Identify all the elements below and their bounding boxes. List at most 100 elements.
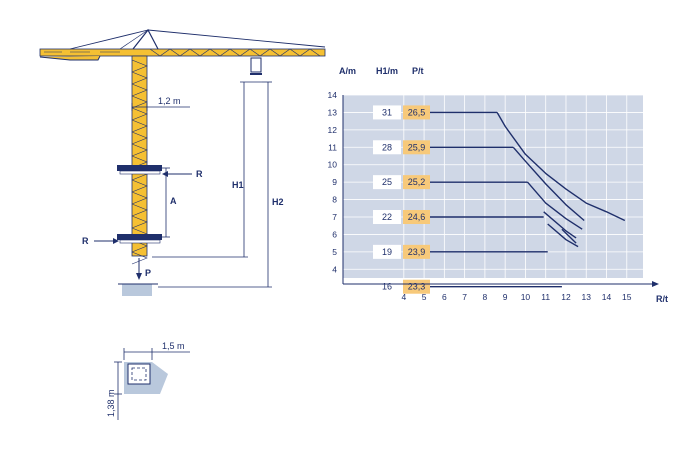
h1-cell (373, 105, 401, 120)
h1-value: 16 (382, 282, 392, 292)
y-tick-label: 5 (332, 247, 337, 257)
y-tick-label: 4 (332, 264, 337, 274)
h1-value: 25 (382, 177, 392, 187)
h2-label: H2 (272, 197, 284, 207)
arrow-left-icon (162, 171, 168, 177)
p-value: 25,2 (408, 177, 426, 187)
base-depth-label: 1,38 m (106, 389, 116, 417)
crane-mast (117, 55, 162, 265)
jib-tie-main (147, 29, 326, 48)
p-cell (403, 244, 430, 259)
h1-label: H1 (232, 180, 244, 190)
h1-value: 22 (382, 212, 392, 222)
load-curve (561, 228, 577, 244)
p-cell (403, 105, 430, 120)
mast-width-label: 1,2 m (158, 96, 181, 106)
mast-footprint-inner (131, 367, 147, 381)
x-tick-label: 8 (483, 292, 488, 302)
header-r: R/t (656, 294, 668, 304)
crane-diagram: 1,2 m A R R P (39, 28, 326, 296)
y-tick-label: 6 (332, 229, 337, 239)
x-tick-label: 14 (602, 292, 612, 302)
y-tick-label: 9 (332, 177, 337, 187)
crane-jib (39, 28, 326, 75)
x-tick-label: 5 (422, 292, 427, 302)
header-p: P/t (412, 66, 424, 76)
load-curve (526, 181, 583, 230)
load-curve (496, 112, 626, 222)
height-h2-dimension: H2 (158, 81, 284, 288)
h1-cell (373, 175, 401, 190)
h1-value: 31 (382, 107, 392, 117)
chart-axes (342, 95, 659, 287)
lower-force-label: R (82, 236, 89, 246)
upper-collar (117, 165, 162, 171)
x-tick-label: 6 (442, 292, 447, 302)
header-h1: H1/m (376, 66, 398, 76)
y-tick-label: 13 (328, 107, 338, 117)
y-tick-label: 11 (328, 142, 337, 152)
jib-tie-counter-2 (119, 29, 149, 50)
y-tick-label: 10 (328, 160, 338, 170)
upper-collar-frame (119, 170, 161, 175)
h1-cell (373, 244, 401, 259)
x-tick-label: 11 (541, 292, 550, 302)
jib-tie-counter (69, 29, 149, 50)
base-plan-diagram: 1,5 m 1,38 m (106, 341, 190, 420)
load-curve (543, 211, 577, 239)
upper-reaction-force: R (162, 169, 203, 179)
arrow-down-icon (136, 273, 142, 280)
p-value: 26,5 (408, 107, 426, 117)
y-tick-label: 14 (328, 90, 338, 100)
collar-spacing-dimension: A (162, 167, 177, 238)
counter-jib-ballast (39, 55, 101, 61)
load-curves (496, 112, 626, 248)
load-curve (512, 146, 585, 222)
height-h1-dimension: H1 (152, 81, 262, 258)
collar-spacing-label: A (170, 196, 177, 206)
p-cell (403, 210, 430, 224)
mast-body (131, 55, 148, 257)
p-value: 24,6 (408, 212, 426, 222)
jib-boom (39, 48, 326, 57)
p-value: 23,3 (408, 282, 426, 292)
y-tick-label: 8 (332, 195, 337, 205)
p-cell (403, 175, 430, 190)
x-axis-arrow-icon (652, 281, 659, 287)
arrow-right-icon (113, 238, 119, 244)
lower-collar (117, 234, 162, 240)
lower-collar-frame (119, 239, 161, 244)
vertical-load-force: P (136, 258, 151, 280)
base-width-label: 1,5 m (162, 341, 185, 351)
h1-cell (373, 210, 401, 224)
mast-width-dimension: 1,2 m (131, 96, 190, 111)
h1-cell (373, 279, 401, 294)
x-tick-label: 13 (582, 292, 592, 302)
x-tick-label: 4 (401, 292, 406, 302)
h1-value: 19 (382, 247, 392, 257)
x-tick-label: 10 (521, 292, 531, 302)
p-value: 25,9 (408, 142, 426, 152)
foundation-block (122, 284, 152, 296)
upper-force-label: R (196, 169, 203, 179)
p-cell (403, 279, 430, 294)
jib-lattice-main (149, 48, 321, 57)
mast-footprint (127, 363, 151, 385)
trolley-hook (250, 57, 262, 73)
h1-cell (373, 140, 401, 155)
p-cell (403, 140, 430, 155)
h1-value: 28 (382, 142, 392, 152)
load-curve (547, 223, 579, 248)
y-tick-label: 7 (332, 212, 337, 222)
header-a: A/m (339, 66, 356, 76)
x-tick-label: 15 (622, 292, 632, 302)
lower-reaction-force: R (82, 236, 119, 246)
x-tick-label: 9 (503, 292, 508, 302)
x-tick-label: 7 (462, 292, 467, 302)
vertical-load-label: P (145, 268, 151, 278)
y-tick-label: 12 (328, 125, 338, 135)
